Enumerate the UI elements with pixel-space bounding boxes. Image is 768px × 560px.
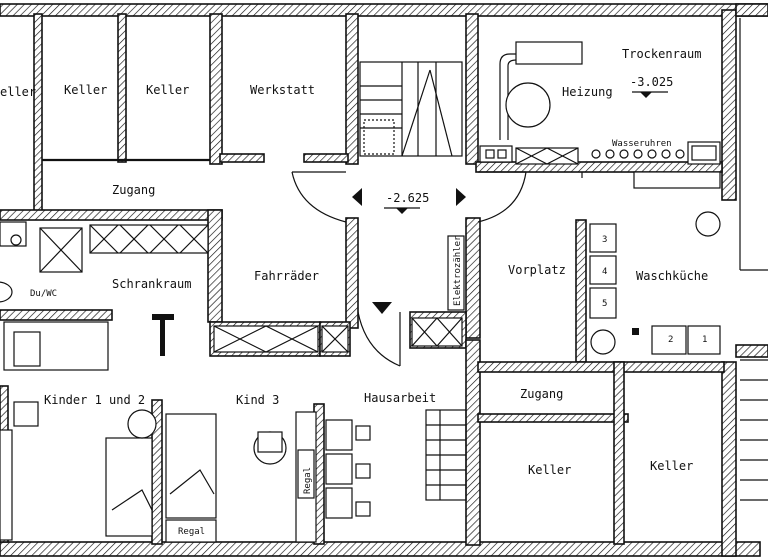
label-kinder-1-2: Kinder 1 und 2	[44, 393, 145, 407]
machine-number-4: 4	[602, 267, 607, 277]
label-heizung: Heizung	[562, 85, 613, 99]
hall-curves	[291, 91, 668, 367]
arrow-left-icon	[352, 188, 362, 206]
label-trockenraum: Trockenraum	[622, 47, 701, 61]
label-kind-3: Kind 3	[236, 393, 279, 407]
stairs-right	[740, 359, 768, 501]
machine-number-2: 2	[668, 335, 673, 345]
stairs-bottom	[425, 409, 467, 501]
arrow-right-icon	[456, 188, 466, 206]
room-labels: eller Keller Keller Werkstatt Trockenrau…	[0, 47, 708, 537]
machine-number-5: 5	[602, 299, 607, 309]
label-regal-1: Regal	[178, 527, 205, 537]
storage-boxes	[89, 147, 579, 353]
label-elektrozaehler: Elektrozähler	[453, 235, 463, 306]
machine-number-1: 1	[702, 335, 707, 345]
stairs-top	[359, 61, 463, 157]
level-hall: -2.625	[386, 191, 429, 205]
label-waschkueche: Waschküche	[636, 269, 708, 283]
label-keller-1: Keller	[64, 83, 107, 97]
label-du-wc: Du/WC	[30, 289, 57, 299]
label-keller-far-left: eller	[0, 85, 36, 99]
arrow-down-icon	[372, 302, 392, 314]
label-keller-bottom-2: Keller	[650, 459, 693, 473]
label-regal-2: Regal	[303, 467, 313, 494]
label-keller-bottom-1: Keller	[528, 463, 571, 477]
label-wasseruhren: Wasseruhren	[612, 139, 672, 149]
label-keller-2: Keller	[146, 83, 189, 97]
label-schrankraum: Schrankraum	[112, 277, 191, 291]
fixtures	[0, 18, 768, 543]
label-zugang-top: Zugang	[112, 183, 155, 197]
label-fahrraeder: Fahrräder	[254, 269, 319, 283]
machine-number-3: 3	[602, 235, 607, 245]
label-zugang-right: Zugang	[520, 387, 563, 401]
label-hausarbeit: Hausarbeit	[364, 391, 436, 405]
label-vorplatz: Vorplatz	[508, 263, 566, 277]
label-werkstatt: Werkstatt	[250, 83, 315, 97]
level-trockenraum: -3.025	[630, 75, 673, 89]
